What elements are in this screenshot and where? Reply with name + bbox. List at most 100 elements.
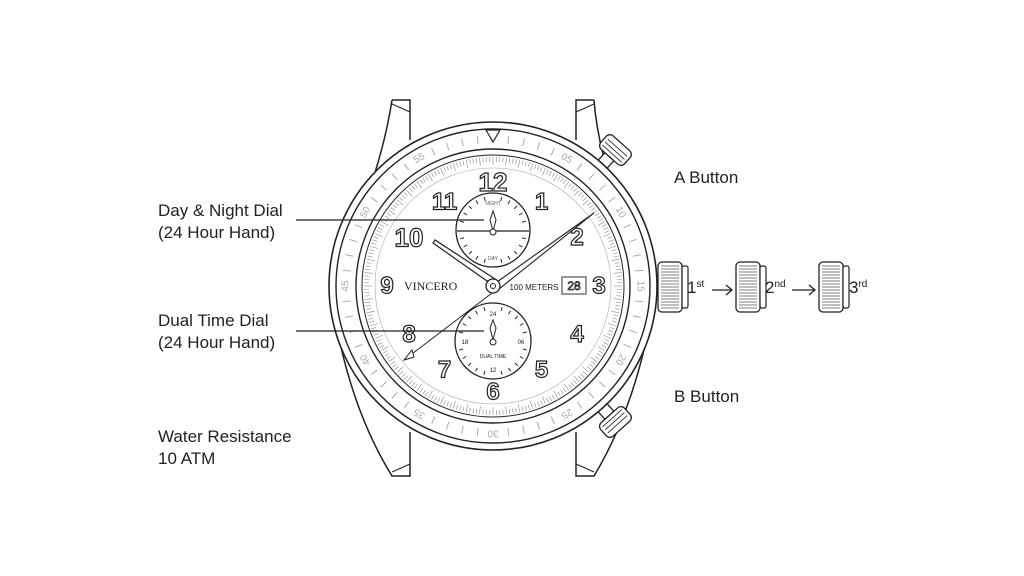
day-night-subdial-tick xyxy=(463,244,468,248)
dial-tick xyxy=(434,396,437,402)
dial-tick xyxy=(368,317,374,320)
dial-tick xyxy=(530,400,534,409)
bezel-tick xyxy=(598,184,606,191)
dial-tick xyxy=(475,158,478,164)
dial-tick xyxy=(611,310,620,314)
dial-tick xyxy=(377,227,383,230)
dial-tick xyxy=(603,342,609,345)
dial-tick xyxy=(381,221,389,226)
label-line: 10 ATM xyxy=(158,449,216,468)
dial-tick xyxy=(428,390,433,398)
dial-tick xyxy=(563,181,570,189)
dual-time-24: 24 xyxy=(490,312,497,318)
dial-tick xyxy=(469,407,471,413)
dial-tick xyxy=(479,406,481,415)
day-night-subdial-tick xyxy=(475,200,479,205)
dial-tick xyxy=(598,350,604,354)
bezel-tick xyxy=(522,425,525,434)
hour-numeral: 12 xyxy=(479,167,508,197)
dial-tick xyxy=(553,390,558,398)
dial-tick xyxy=(568,183,572,188)
dial-tick xyxy=(368,252,374,255)
hour-numeral: 4 xyxy=(570,321,584,348)
bezel-tick xyxy=(608,369,616,376)
day-night-subdial-tick xyxy=(468,250,473,255)
subdial-night-label: NIGHT xyxy=(485,201,501,207)
dial-tick xyxy=(596,215,602,219)
dial-tick xyxy=(560,177,564,183)
dial-tick xyxy=(614,308,620,310)
bezel-tick xyxy=(623,343,632,348)
dual-time-12: 12 xyxy=(490,368,497,374)
dial-tick xyxy=(612,252,618,255)
bezel-tick xyxy=(522,138,525,147)
dial-tick xyxy=(505,157,507,166)
dial-tick xyxy=(437,169,440,175)
dial-tick xyxy=(587,201,592,206)
dual-time-subdial-tick xyxy=(508,310,511,315)
dial-tick xyxy=(365,301,371,304)
label-line: Water Resistance xyxy=(158,427,292,446)
dial-tick xyxy=(595,212,600,217)
dial-tick xyxy=(377,342,383,345)
dial-tick xyxy=(376,339,382,342)
dial-tick xyxy=(589,204,594,209)
dial-tick xyxy=(382,350,388,354)
dial-tick xyxy=(370,323,379,327)
dial-tick xyxy=(607,245,616,249)
b-button-label: B Button xyxy=(674,387,740,406)
dial-tick xyxy=(443,400,446,406)
dial-tick xyxy=(434,170,437,176)
dial-tick xyxy=(373,236,379,239)
dial-tick xyxy=(388,209,396,216)
dial-tick xyxy=(381,346,389,351)
dial-tick xyxy=(537,401,540,407)
bezel-triangle-marker xyxy=(484,129,502,144)
dial-tick xyxy=(394,366,399,371)
bezel-tick xyxy=(354,224,363,229)
dial-tick xyxy=(549,170,552,176)
dial-tick xyxy=(604,339,610,342)
dual-time-06: 06 xyxy=(518,340,525,346)
dial-tick xyxy=(612,317,618,320)
dial-tick xyxy=(425,175,429,181)
dial-tick xyxy=(403,192,408,197)
dial-tick xyxy=(604,230,610,233)
a-pusher-part xyxy=(607,138,628,157)
hour-numeral: 7 xyxy=(438,357,451,384)
dial-tick xyxy=(527,404,530,410)
dual-time-subdial-tick xyxy=(483,307,486,312)
dial-tick xyxy=(534,164,537,170)
dial-tick xyxy=(472,408,474,414)
dial-tick xyxy=(582,366,590,373)
dial-tick xyxy=(521,406,524,412)
dual-time-subdial-tick xyxy=(459,348,464,351)
dial-tick xyxy=(613,272,622,274)
dial-tick xyxy=(601,344,607,348)
dial-tick xyxy=(595,355,600,360)
dial-tick xyxy=(580,373,585,378)
dial-tick xyxy=(384,353,390,357)
dial-tick xyxy=(370,245,379,249)
dial-tick xyxy=(364,272,373,274)
dial-tick xyxy=(546,397,549,403)
dial-tick xyxy=(615,301,621,304)
dial-tick xyxy=(551,394,555,400)
dial-tick xyxy=(562,179,567,184)
dial-tick xyxy=(392,363,397,368)
hour-numeral: 5 xyxy=(535,357,548,384)
dial-tick xyxy=(609,242,615,245)
dual-time-subdial-tick xyxy=(522,348,527,351)
bezel-tick xyxy=(588,391,595,399)
dual-time-subdial-tick xyxy=(467,362,472,367)
bezel-tick xyxy=(628,329,637,334)
dial-tick xyxy=(408,380,413,385)
bezel-tick xyxy=(431,416,436,425)
dual-time-subdial-tick xyxy=(508,367,511,372)
hour-numeral: 6 xyxy=(486,379,499,406)
dial-tick xyxy=(422,177,426,183)
dial-tick xyxy=(570,185,575,190)
dial-tick xyxy=(589,363,594,368)
bezel-tick xyxy=(588,173,595,181)
